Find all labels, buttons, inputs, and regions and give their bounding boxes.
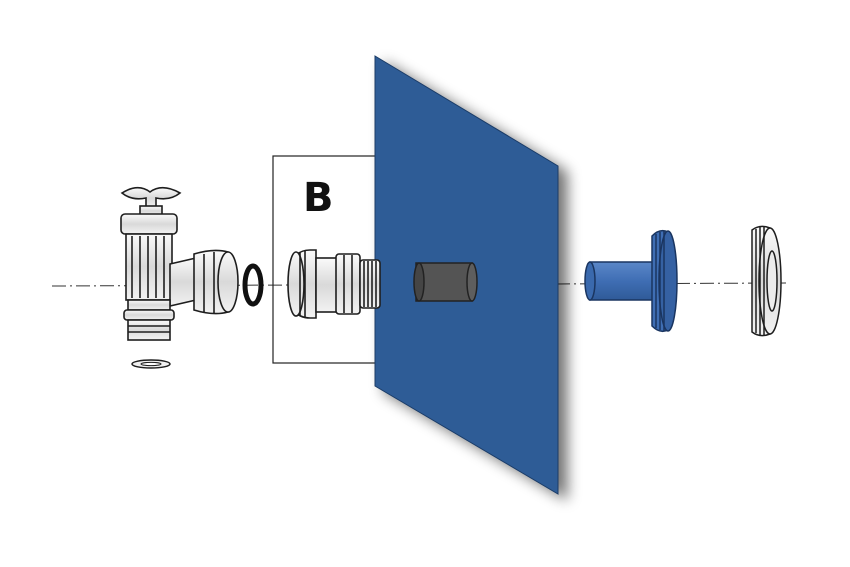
blue-inlet-fitting [584, 229, 678, 333]
fitting-threaded-end [287, 249, 317, 319]
valve-union-nut [193, 249, 239, 315]
valve-handle-icon [120, 186, 182, 217]
valve-assembly [120, 186, 239, 341]
fitting-hex-nut [335, 253, 361, 315]
valve-body-ribbed [125, 233, 173, 301]
blue-fitting-pipe [589, 261, 657, 301]
o-ring [242, 263, 264, 307]
dark-wall-sleeve [413, 262, 478, 302]
valve-cap [120, 213, 178, 235]
detail-callout-label: B [303, 175, 334, 221]
retaining-ring [751, 225, 782, 337]
flat-washer-hole [140, 361, 162, 367]
valve-side-outlet [169, 256, 197, 308]
threaded-wall-fitting [287, 249, 381, 319]
blue-fitting-flange [651, 229, 678, 333]
fitting-thread-collar [359, 259, 381, 309]
fitting-body [315, 257, 339, 313]
valve-lower-spout [123, 299, 175, 341]
